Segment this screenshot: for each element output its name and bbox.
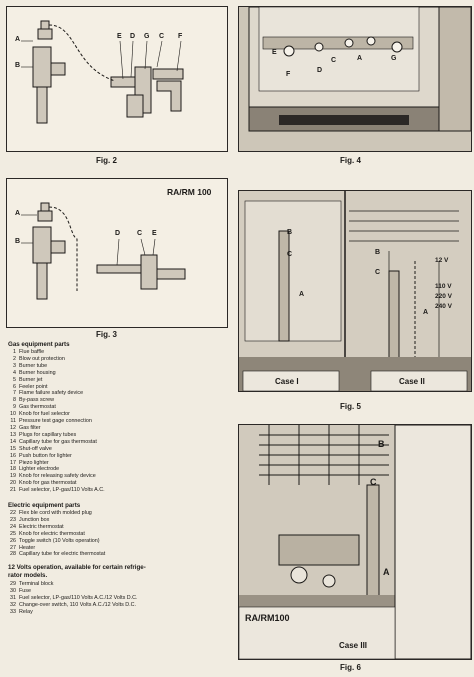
fig5-case1-label-b: B bbox=[287, 229, 293, 236]
fig5-case2-label-c: C bbox=[375, 269, 381, 276]
fig3-label-a: A bbox=[15, 210, 21, 217]
fig6-label-b: B bbox=[378, 439, 385, 449]
fig4-label-a: A bbox=[357, 55, 363, 62]
figure-6-drawing bbox=[239, 425, 471, 659]
fig2-label-c: C bbox=[159, 33, 165, 40]
fig4-label-e: E bbox=[272, 49, 277, 56]
fig4-label-f: F bbox=[286, 71, 291, 78]
fig5-volt-110: 110 V bbox=[435, 283, 452, 290]
fig2-label-d: D bbox=[130, 33, 136, 40]
fig5-volt-12: 12 V bbox=[435, 257, 449, 264]
figure-3-caption: Fig. 3 bbox=[96, 330, 117, 339]
fig4-label-d: D bbox=[317, 67, 323, 74]
fig6-label-a: A bbox=[383, 567, 390, 577]
fig5-volt-220: 220 V bbox=[435, 293, 452, 300]
twelve-volt-heading-2: rator models. bbox=[8, 572, 48, 579]
figure-6-panel: B C A RA/RM100 Case III bbox=[238, 424, 472, 660]
figure-3-panel: RA/RM 100 A B D C E bbox=[6, 178, 228, 328]
figure-4-drawing bbox=[248, 7, 471, 132]
figure-5-drawing bbox=[239, 191, 471, 391]
figure-3-drawing bbox=[21, 202, 186, 300]
figure-2-panel: A B E D G C F bbox=[6, 6, 228, 152]
fig2-label-f: F bbox=[178, 33, 183, 40]
gas-parts-heading: Gas equipment parts bbox=[8, 341, 70, 348]
fig3-label-c: C bbox=[137, 230, 143, 237]
figure-2-drawing bbox=[21, 20, 184, 124]
fig3-label-d: D bbox=[115, 230, 121, 237]
fig5-case1-label-c: C bbox=[287, 251, 293, 258]
fig6-title: RA/RM100 bbox=[245, 613, 290, 623]
figure-4-panel: E F D C A G bbox=[238, 6, 472, 152]
fig2-label-b: B bbox=[15, 62, 21, 69]
fig5-case2-label-b: B bbox=[375, 249, 381, 256]
figure-2-caption: Fig. 2 bbox=[96, 156, 117, 165]
fig2-label-e: E bbox=[117, 33, 122, 40]
fig5-volt-240: 240 V bbox=[435, 303, 452, 310]
fig3-title: RA/RM 100 bbox=[167, 187, 212, 197]
figure-5-caption: Fig. 5 bbox=[340, 402, 361, 411]
fig2-label-a: A bbox=[15, 36, 21, 43]
fig5-case1-caption: Case I bbox=[275, 377, 299, 386]
electric-parts-heading: Electric equipment parts bbox=[8, 502, 81, 509]
figure-4-caption: Fig. 4 bbox=[340, 156, 361, 165]
fig6-label-c: C bbox=[370, 477, 377, 487]
figure-6-caption: Fig. 6 bbox=[340, 663, 361, 672]
twelve-volt-heading-1: 12 Volts operation, available for certai… bbox=[8, 564, 146, 571]
fig5-case2-label-a: A bbox=[423, 309, 429, 316]
fig4-label-c: C bbox=[331, 57, 337, 64]
fig4-label-g: G bbox=[391, 55, 397, 62]
fig2-label-g: G bbox=[144, 33, 150, 40]
fig5-case1-label-a: A bbox=[299, 291, 305, 298]
fig3-label-b: B bbox=[15, 238, 21, 245]
fig6-case3-caption: Case III bbox=[339, 641, 368, 650]
fig5-case2-caption: Case II bbox=[399, 377, 425, 386]
figure-5-panel: B C A B C A 12 V 110 V 220 V 240 V Case … bbox=[238, 190, 472, 392]
fig3-label-e: E bbox=[152, 230, 157, 237]
